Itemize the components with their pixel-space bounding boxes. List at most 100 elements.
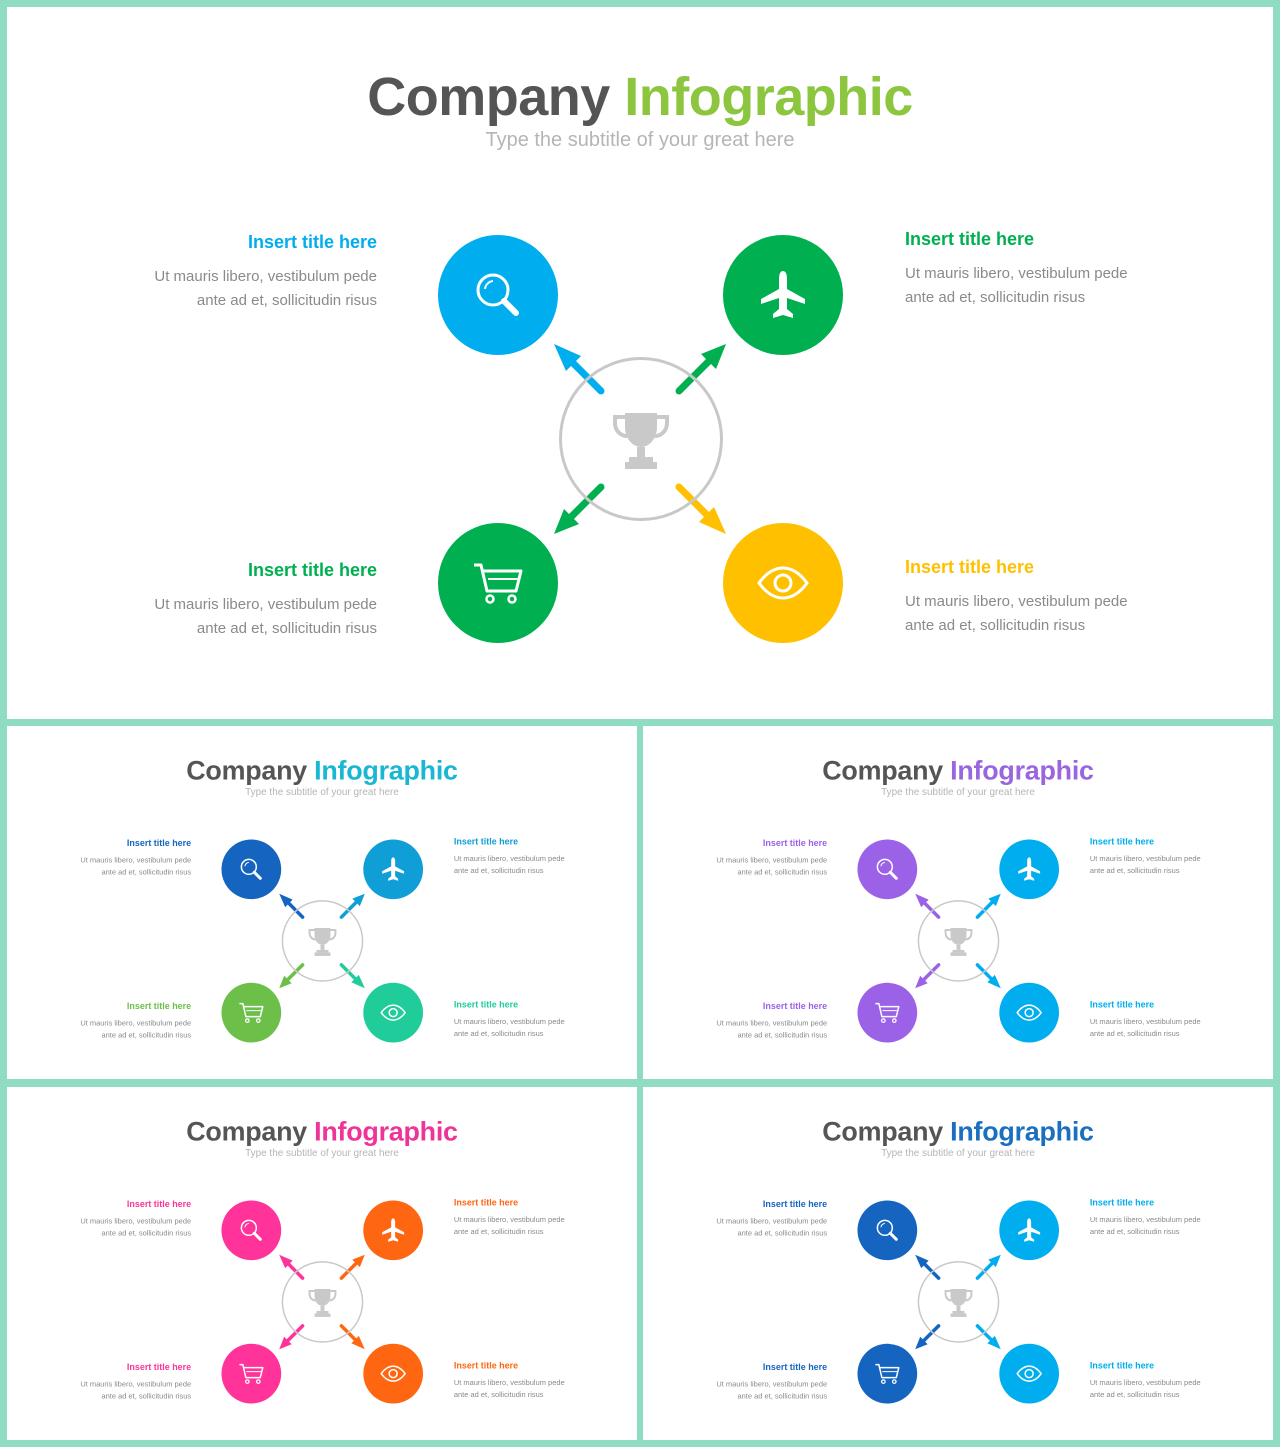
title-word-company: Company xyxy=(822,1116,943,1147)
block-title: Insert title here xyxy=(762,1001,828,1012)
block-line1: Ut mauris libero, vestibulum pede xyxy=(716,1216,828,1226)
block-title: Insert title here xyxy=(762,837,828,848)
node-cart xyxy=(221,982,282,1043)
hub-circle xyxy=(917,1261,1000,1343)
block-title: Insert title here xyxy=(453,999,519,1010)
block-title: Insert title here xyxy=(126,1198,192,1209)
slide-title: Company Infographic xyxy=(7,755,637,787)
block-title: Insert title here xyxy=(126,1362,192,1373)
slide-thumb-teal: Company Infographic Type the subtitle of… xyxy=(7,726,637,1079)
block-line1: Ut mauris libero, vestibulum pede xyxy=(716,855,828,865)
block-line2: ante ad et, sollicitudin risus xyxy=(101,1228,192,1238)
eye-icon xyxy=(1016,1004,1043,1021)
text-block-bottom-left: Insert title here Ut mauris libero, vest… xyxy=(117,558,377,641)
block-line1: Ut mauris libero, vestibulum pede xyxy=(80,1019,192,1028)
slide-subtitle: Type the subtitle of your great here xyxy=(881,786,1035,798)
block-title: Insert title here xyxy=(453,836,519,847)
text-block-top-right: Insert title here Ut mauris libero, vest… xyxy=(905,227,1165,310)
block-body: Ut mauris libero, vestibulum pede ante ad… xyxy=(1090,1377,1219,1401)
node-airplane xyxy=(723,235,843,355)
node-airplane xyxy=(999,1200,1060,1261)
search-icon xyxy=(240,858,262,880)
text-block-bottom-right: Insert title here Ut mauris libero, vest… xyxy=(905,555,1165,638)
block-line1: Ut mauris libero, vestibulum pede xyxy=(1089,1378,1201,1388)
block-line2: ante ad et, sollicitudin risus xyxy=(1089,866,1180,875)
block-line2: ante ad et, sollicitudin risus xyxy=(453,1227,544,1236)
node-eye xyxy=(999,1343,1060,1404)
text-block-bottom-right: Insert title here Ut mauris libero, vest… xyxy=(1090,1360,1219,1401)
node-search xyxy=(221,839,282,900)
block-line2: ante ad et, sollicitudin risus xyxy=(196,620,377,637)
node-cart xyxy=(857,1343,918,1404)
text-block-top-right: Insert title here Ut mauris libero, vest… xyxy=(454,835,583,876)
text-block-top-left: Insert title here Ut mauris libero, vest… xyxy=(698,1198,827,1239)
text-block-bottom-left: Insert title here Ut mauris libero, vest… xyxy=(698,1361,827,1402)
block-line1: Ut mauris libero, vestibulum pede xyxy=(1089,1215,1201,1224)
airplane-icon xyxy=(1018,857,1041,881)
slide-subtitle: Type the subtitle of your great here xyxy=(245,1147,399,1159)
airplane-icon xyxy=(761,271,805,318)
block-body: Ut mauris libero, vestibulum pede ante ad… xyxy=(698,854,827,878)
node-airplane xyxy=(363,1200,424,1261)
slide-title: Company Infographic xyxy=(643,1116,1273,1148)
block-line2: ante ad et, sollicitudin risus xyxy=(453,1029,544,1039)
node-eye xyxy=(999,982,1060,1043)
cart-icon xyxy=(239,1002,264,1023)
block-line2: ante ad et, sollicitudin risus xyxy=(737,867,828,877)
hub-circle xyxy=(917,900,1000,982)
title-word-infographic: Infographic xyxy=(950,755,1094,786)
cart-icon xyxy=(239,1363,264,1384)
block-title: Insert title here xyxy=(762,1198,828,1209)
node-search xyxy=(438,235,558,355)
title-word-company: Company xyxy=(822,755,943,786)
text-block-bottom-right: Insert title here Ut mauris libero, vest… xyxy=(1090,999,1219,1040)
block-line1: Ut mauris libero, vestibulum pede xyxy=(453,1017,565,1027)
node-cart xyxy=(438,523,558,643)
text-block-top-left: Insert title here Ut mauris libero, vest… xyxy=(698,837,827,878)
eye-icon xyxy=(1016,1365,1043,1382)
text-block-bottom-left: Insert title here Ut mauris libero, vest… xyxy=(62,1000,191,1041)
node-search xyxy=(221,1200,282,1261)
node-search xyxy=(857,839,918,900)
slide-thumb-purple: Company Infographic Type the subtitle of… xyxy=(643,726,1273,1079)
block-body: Ut mauris libero, vestibulum pede ante ad… xyxy=(698,1215,827,1239)
slide-main: Company Infographic Type the subtitle of… xyxy=(7,7,1273,719)
cart-icon xyxy=(875,1002,900,1023)
title-word-company: Company xyxy=(367,67,610,127)
block-line2: ante ad et, sollicitudin risus xyxy=(101,867,192,877)
block-line2: ante ad et, sollicitudin risus xyxy=(1089,1390,1180,1400)
block-line2: ante ad et, sollicitudin risus xyxy=(905,289,1086,306)
block-line2: ante ad et, sollicitudin risus xyxy=(737,1228,828,1238)
block-title: Insert title here xyxy=(762,1362,828,1373)
search-icon xyxy=(476,273,519,316)
block-line1: Ut mauris libero, vestibulum pede xyxy=(1089,854,1201,863)
block-line1: Ut mauris libero, vestibulum pede xyxy=(905,265,1128,282)
title-word-infographic: Infographic xyxy=(314,1116,458,1147)
block-line2: ante ad et, sollicitudin risus xyxy=(101,1392,192,1401)
block-line1: Ut mauris libero, vestibulum pede xyxy=(154,596,377,613)
slide-title: Company Infographic xyxy=(7,1116,637,1148)
text-block-bottom-right: Insert title here Ut mauris libero, vest… xyxy=(454,999,583,1040)
node-cart xyxy=(221,1343,282,1404)
slide-subtitle: Type the subtitle of your great here xyxy=(881,1147,1035,1159)
search-icon xyxy=(876,1219,898,1241)
block-body: Ut mauris libero, vestibulum pede ante ad… xyxy=(905,262,1165,310)
slide-thumb-blue: Company Infographic Type the subtitle of… xyxy=(643,1087,1273,1440)
slide-subtitle: Type the subtitle of your great here xyxy=(485,129,795,151)
search-icon xyxy=(240,1219,262,1241)
search-icon xyxy=(876,858,898,880)
eye-icon xyxy=(380,1004,407,1021)
slide-subtitle: Type the subtitle of your great here xyxy=(245,786,399,798)
title-word-infographic: Infographic xyxy=(950,1116,1094,1147)
